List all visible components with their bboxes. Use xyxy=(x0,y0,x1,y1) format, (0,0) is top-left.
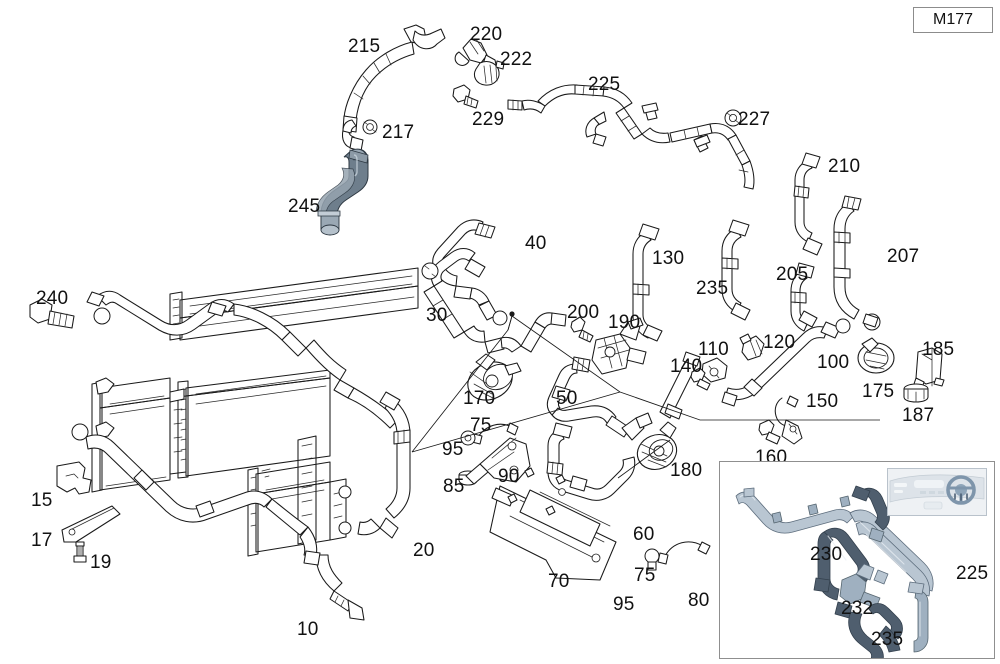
part-160-screw xyxy=(758,419,781,445)
upper-left-hoses xyxy=(86,290,399,429)
part-229-bolt xyxy=(452,84,479,109)
thumbnail-artwork xyxy=(888,469,986,515)
engine-code-box: M177 xyxy=(913,7,993,33)
callout-20: 20 xyxy=(413,540,435,561)
callout-110: 110 xyxy=(698,339,729,360)
callout-215: 215 xyxy=(348,36,381,57)
part-235-main-hose xyxy=(721,219,751,321)
part-175-pump xyxy=(857,337,895,374)
dashboard-steering-wheel-thumbnail xyxy=(887,468,987,516)
callout-187: 187 xyxy=(902,405,935,426)
part-120-sensor xyxy=(739,333,765,361)
callout-235-inset: 235 xyxy=(871,629,904,650)
callout-180: 180 xyxy=(670,460,703,481)
callout-232: 232 xyxy=(841,598,874,619)
inset-artwork xyxy=(735,485,934,658)
callout-170: 170 xyxy=(463,388,496,409)
right-lower-hose xyxy=(357,391,411,539)
part-245-hose xyxy=(315,148,369,236)
callout-75-lower: 75 xyxy=(634,565,656,586)
callout-210: 210 xyxy=(828,156,861,177)
callout-95-upper: 95 xyxy=(442,439,464,460)
callout-225-top: 225 xyxy=(588,74,621,95)
callout-200: 200 xyxy=(567,302,600,323)
callout-207: 207 xyxy=(887,246,920,267)
left-cooling-assembly xyxy=(91,267,419,557)
callout-245: 245 xyxy=(288,196,321,217)
part-30-hose xyxy=(421,247,567,354)
callout-185: 185 xyxy=(922,339,955,360)
callout-70: 70 xyxy=(548,571,570,592)
part-207-hose xyxy=(833,195,881,331)
callout-50: 50 xyxy=(556,388,578,409)
callout-80: 80 xyxy=(688,590,710,611)
part-15-heat-shield xyxy=(56,461,92,495)
callout-17: 17 xyxy=(31,530,53,551)
callout-222: 222 xyxy=(500,49,533,70)
callout-229: 229 xyxy=(472,109,505,130)
callout-130: 130 xyxy=(652,248,685,269)
callout-60: 60 xyxy=(633,524,655,545)
detail-inset-panel xyxy=(719,461,995,659)
callout-190: 190 xyxy=(608,312,641,333)
callout-30: 30 xyxy=(426,305,448,326)
callout-175: 175 xyxy=(862,381,895,402)
part-225-line xyxy=(507,84,755,190)
engine-code-text: M177 xyxy=(932,11,974,28)
callout-95-lower: 95 xyxy=(613,594,635,615)
callout-40: 40 xyxy=(525,233,547,254)
callout-217: 217 xyxy=(382,122,415,143)
callout-19: 19 xyxy=(90,552,112,573)
part-10-hose xyxy=(71,423,365,621)
part-60-hose xyxy=(546,412,653,501)
part-110-bracket xyxy=(701,357,728,383)
part-17-bracket xyxy=(61,505,121,543)
callout-100: 100 xyxy=(817,352,850,373)
callout-230: 230 xyxy=(810,544,843,565)
callout-220: 220 xyxy=(470,24,503,45)
callout-225-inset: 225 xyxy=(956,563,989,584)
callout-120: 120 xyxy=(763,332,796,353)
part-187-seal xyxy=(903,383,929,403)
callout-140: 140 xyxy=(670,356,703,377)
callout-150: 150 xyxy=(806,391,839,412)
callout-15: 15 xyxy=(31,490,53,511)
callout-205: 205 xyxy=(776,264,809,285)
callout-240: 240 xyxy=(36,288,69,309)
callout-90: 90 xyxy=(498,466,520,487)
callout-85: 85 xyxy=(443,476,465,497)
part-150-bracket xyxy=(774,395,803,445)
callout-10: 10 xyxy=(297,619,319,640)
part-210-hose xyxy=(793,152,823,256)
part-75b-clamp xyxy=(657,541,711,565)
callout-235-main: 235 xyxy=(696,278,729,299)
part-19-bolt xyxy=(73,541,87,563)
callout-227: 227 xyxy=(738,109,771,130)
callout-75-upper: 75 xyxy=(470,415,492,436)
